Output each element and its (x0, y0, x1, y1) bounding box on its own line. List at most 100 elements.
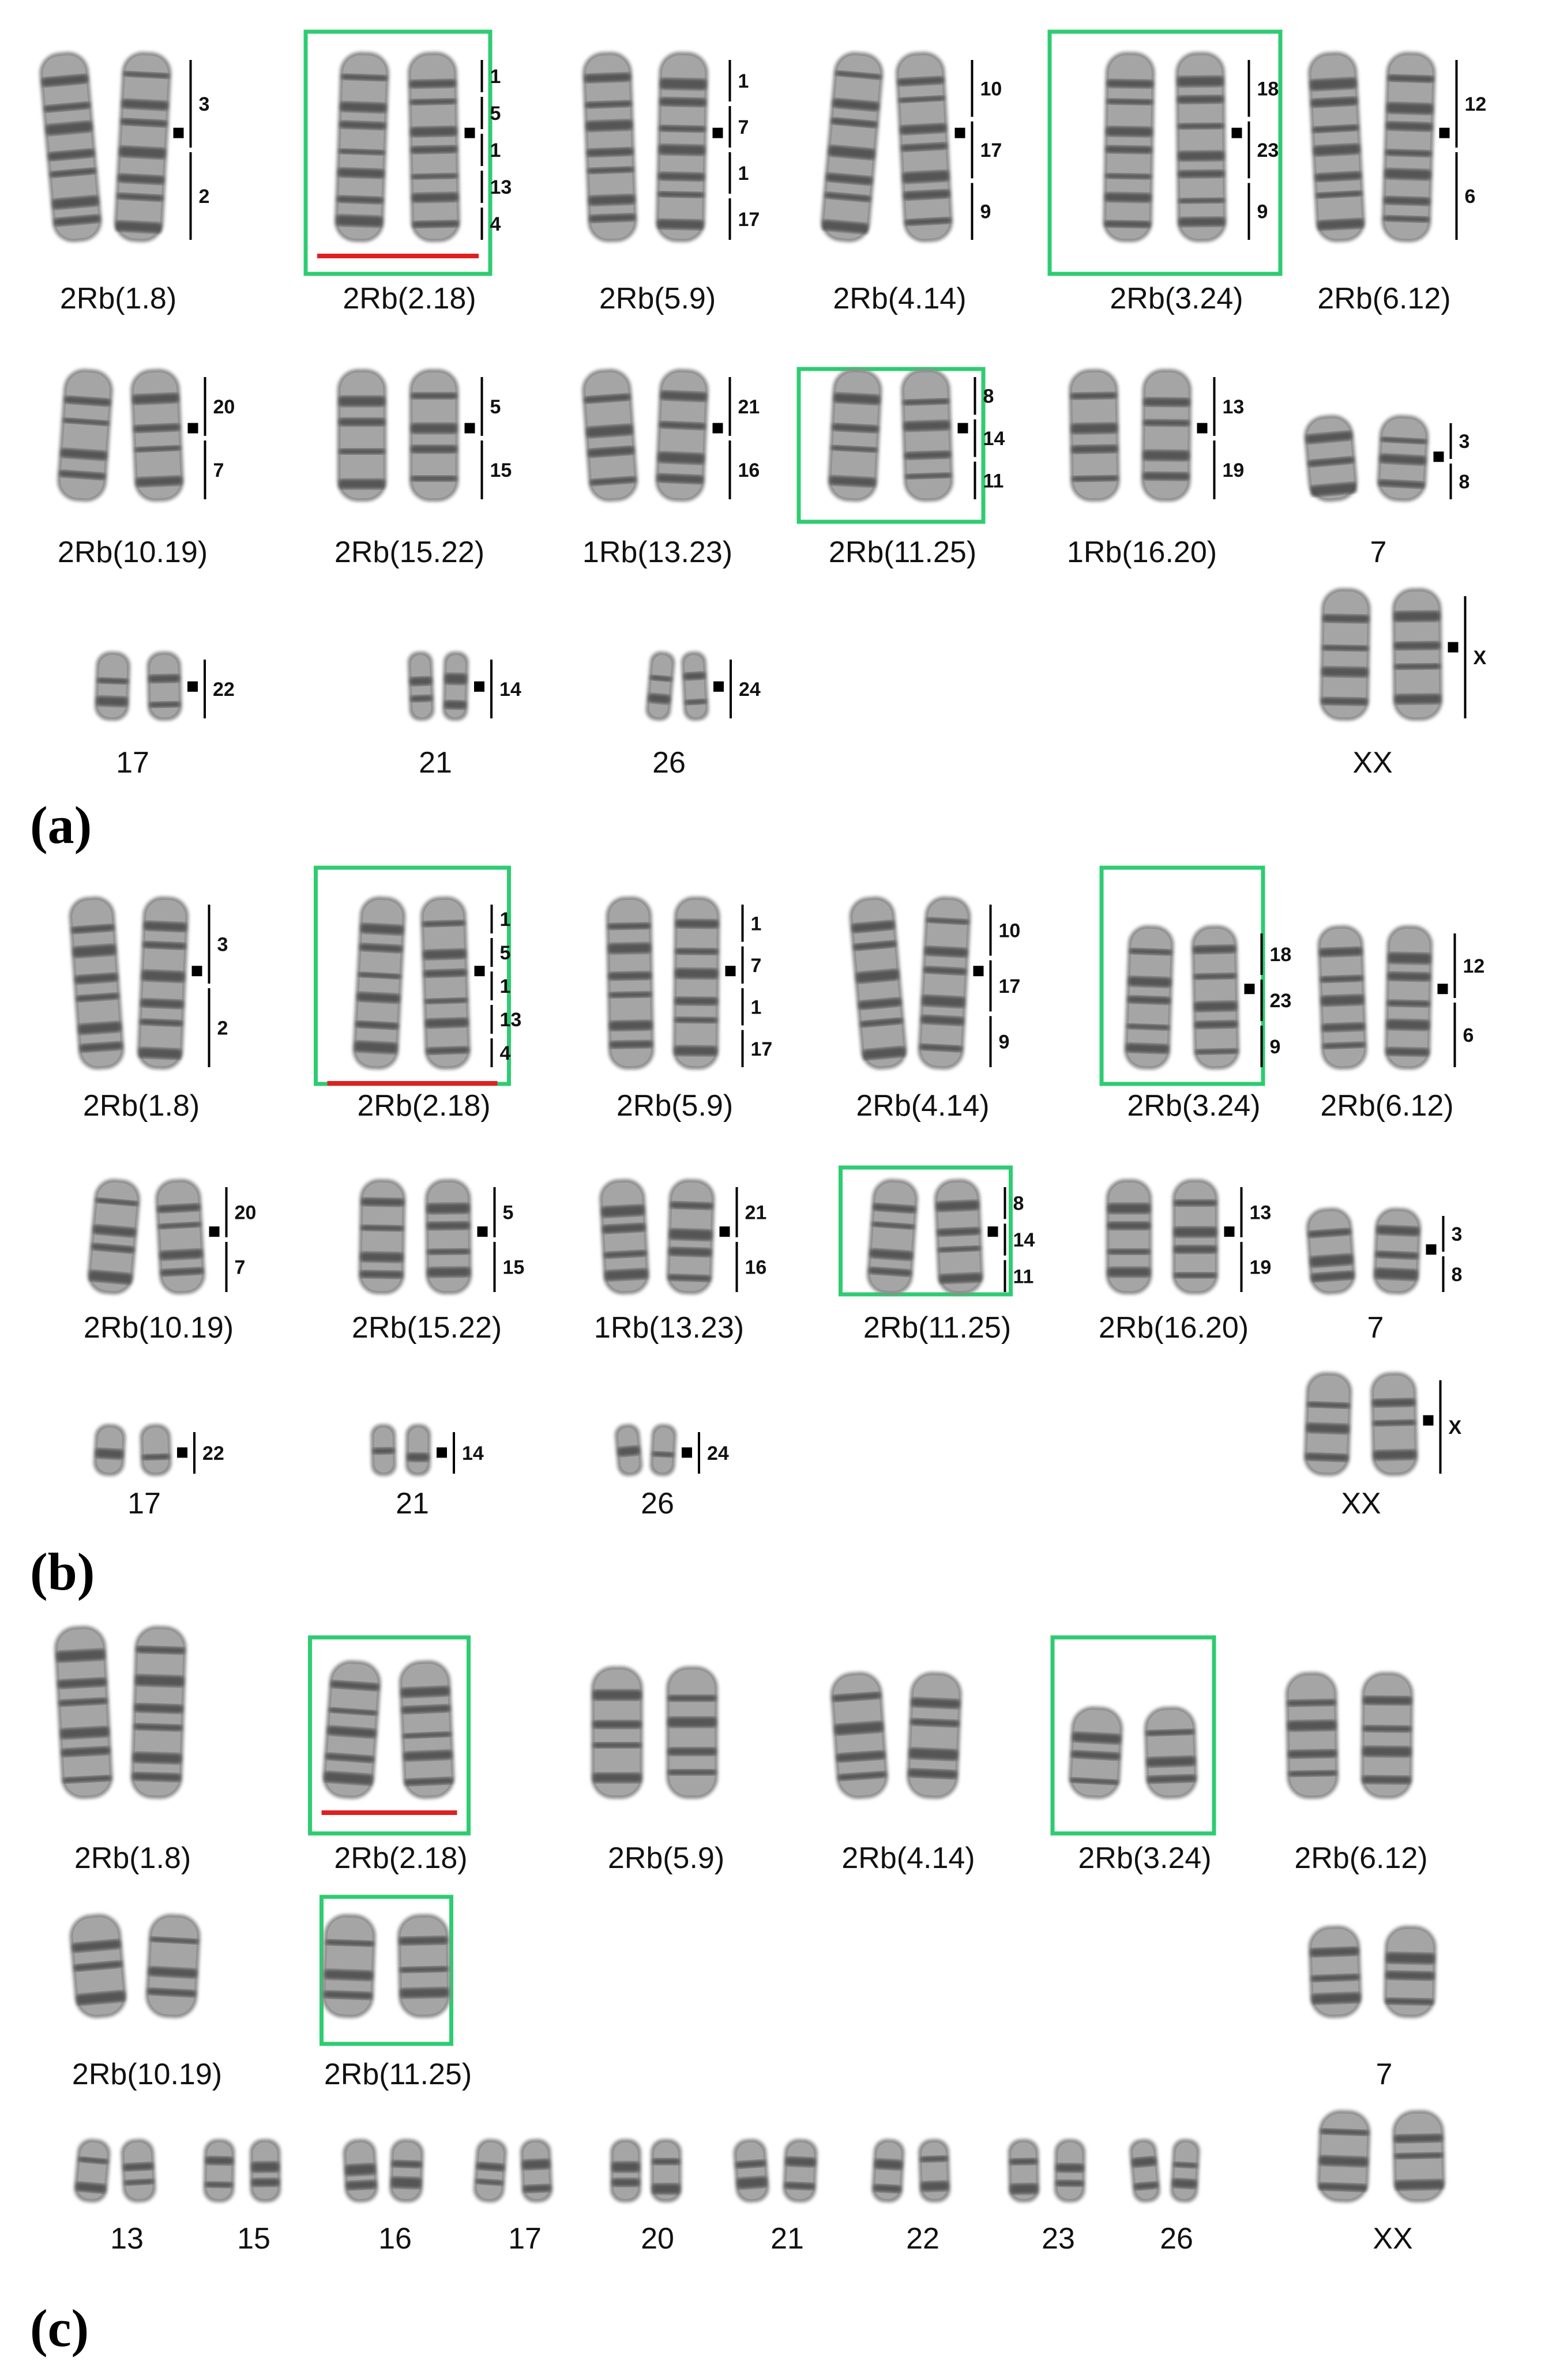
arm-index: 13 (490, 176, 512, 198)
chromosome (424, 1178, 472, 1295)
chromosome (1373, 1207, 1422, 1295)
chromosome (69, 896, 125, 1070)
arm-index: 24 (707, 1443, 729, 1464)
chromosome (343, 2138, 378, 2203)
highlight-box (1099, 865, 1265, 1086)
arm-index: 9 (1270, 1036, 1281, 1058)
karyotype-label: 22 (906, 2222, 939, 2255)
arm-index: 3 (217, 934, 228, 956)
arm-index: 9 (1257, 201, 1268, 223)
chromosome (399, 1660, 455, 1799)
arm-index: 22 (213, 679, 235, 701)
chromosome (849, 896, 907, 1070)
karyotype-label: 2Rb(10.19) (84, 1311, 234, 1345)
pair-xx: XXX (1320, 588, 1487, 779)
karyotype-label: 1Rb(16.20) (1067, 536, 1217, 569)
arm-index: 18 (1270, 944, 1292, 966)
centromere-marker (1231, 127, 1242, 138)
chromosome (249, 2138, 281, 2203)
arm-index: 16 (738, 460, 760, 481)
chromosome (901, 368, 953, 502)
arm-index: 5 (500, 942, 511, 964)
chromosome (155, 1178, 205, 1295)
arm-index: 11 (983, 470, 1004, 492)
arm-index: 3 (1459, 431, 1470, 453)
chromosome (645, 651, 675, 721)
chromosome (830, 1671, 889, 1799)
chromosome (442, 651, 469, 721)
chromosome (54, 1625, 113, 1799)
pair-20: 20 (610, 2139, 682, 2255)
arm-index: 17 (738, 209, 760, 231)
chromosome (1384, 1925, 1437, 2019)
chromosome (334, 51, 389, 243)
chromosome (1175, 51, 1227, 243)
centromere-marker (712, 127, 723, 138)
pair-7: 387 (1306, 1207, 1462, 1345)
karyotype-label: 23 (1042, 2222, 1075, 2255)
arm-index: 20 (213, 396, 235, 418)
chromosome (322, 1660, 381, 1799)
chromosome (137, 896, 189, 1070)
centromere-marker (1423, 1415, 1434, 1426)
chromosome (582, 51, 637, 243)
chromosome (409, 369, 459, 502)
centromere-marker (987, 1226, 998, 1237)
pair-xx: XXX (1303, 1372, 1462, 1520)
centromere-marker (1437, 984, 1448, 995)
pair-16: 16 (343, 2138, 424, 2255)
centromere-marker (1439, 127, 1450, 138)
karyotype-label: 2Rb(2.18) (343, 282, 476, 315)
karyotype-label: 2Rb(6.12) (1320, 1089, 1453, 1123)
arm-index: 19 (1250, 1257, 1272, 1279)
karyotype-label: 1Rb(13.23) (594, 1311, 744, 1345)
centromere-marker (1224, 1226, 1235, 1237)
chromosome (1392, 2110, 1445, 2203)
arm-index: 19 (1223, 460, 1245, 481)
highlight-box (303, 29, 493, 276)
chromosome (906, 1671, 963, 1799)
chromosome (74, 2138, 111, 2203)
arm-index: 4 (490, 213, 501, 235)
karyotype-label: 26 (652, 746, 686, 779)
chromosome (130, 368, 184, 502)
chromosome (1170, 2138, 1200, 2203)
highlight-box (796, 367, 986, 524)
karyotype-label: 2Rb(16.20) (1099, 1311, 1249, 1345)
chromosome (655, 368, 709, 502)
pair-21: 21 (733, 2138, 818, 2255)
chromosome (358, 1178, 406, 1295)
pair-2rb-5-9: 2Rb(5.9) (591, 1666, 724, 1875)
chromosome (918, 896, 971, 1070)
pair-xx: XX (1317, 2110, 1445, 2255)
karyotype-label: XX (1373, 2222, 1412, 2255)
arm-index: 1 (738, 163, 749, 184)
chromosome (1069, 368, 1120, 502)
karyotype-label: 21 (396, 1487, 429, 1520)
chromosome (1360, 1671, 1414, 1799)
centromere-marker (682, 1447, 692, 1458)
chromosome (203, 2138, 235, 2203)
chromosome (140, 1424, 172, 1477)
pair-15: 15 (203, 2138, 281, 2255)
chromosome (370, 1424, 397, 1477)
pair-21: 14 21 (370, 1424, 484, 1520)
arm-index: 14 (462, 1443, 484, 1464)
chromosome (610, 2139, 641, 2202)
chromosome (1008, 2138, 1040, 2203)
karyotype-label: 2Rb(5.9) (599, 282, 716, 315)
arm-index: X (1449, 1417, 1462, 1438)
karyotype-label: 2Rb(6.12) (1294, 1842, 1427, 1875)
pair-2rb-10-19: 2Rb(10.19) (69, 1914, 222, 2091)
karyotype-label: 2Rb(15.22) (352, 1311, 502, 1345)
chromosome (146, 651, 182, 721)
karyotype-label: 2Rb(1.8) (60, 282, 176, 315)
arm-index: 8 (1013, 1193, 1024, 1215)
chromosome (337, 369, 387, 502)
